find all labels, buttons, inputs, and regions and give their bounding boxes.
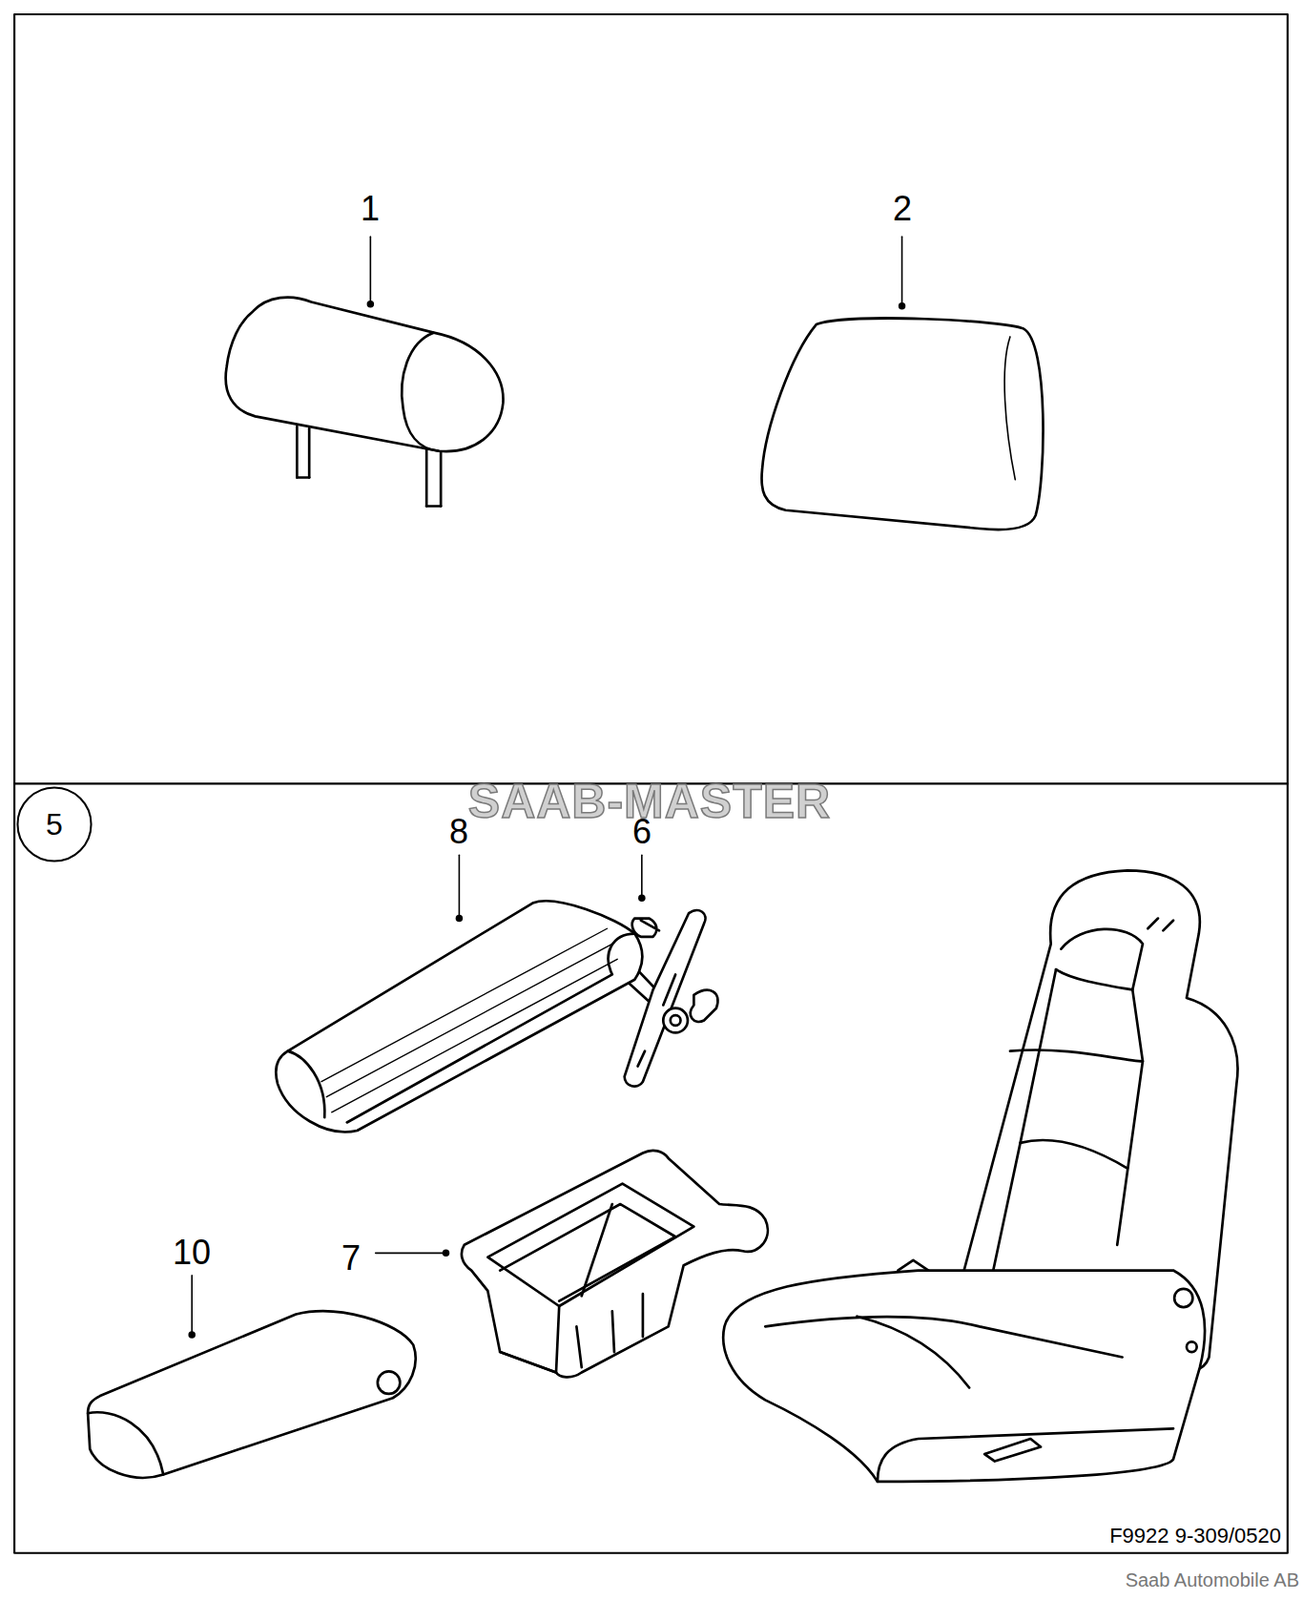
section-circle: 5 [15, 785, 94, 864]
leader-dots [187, 300, 906, 1339]
armrest-cover [87, 1310, 416, 1477]
headrest-with-posts [226, 297, 504, 507]
callout-number: 10 [172, 1235, 211, 1270]
armrest-with-bracket [275, 900, 718, 1132]
figure-code: F9922 9-309/0520 [1109, 1525, 1282, 1547]
section-number: 5 [15, 785, 94, 864]
frame [14, 14, 1288, 1553]
callout-number: 1 [360, 191, 380, 227]
callout-number: 6 [632, 814, 652, 849]
callout-number: 2 [892, 191, 912, 227]
leader-lines [191, 236, 902, 1335]
storage-tray [461, 1150, 768, 1377]
callout-number: 8 [449, 814, 469, 849]
callout-number: 7 [341, 1240, 361, 1276]
copyright: Saab Automobile AB [1125, 1570, 1300, 1590]
seat [723, 869, 1238, 1482]
headrest-cover [761, 318, 1043, 531]
